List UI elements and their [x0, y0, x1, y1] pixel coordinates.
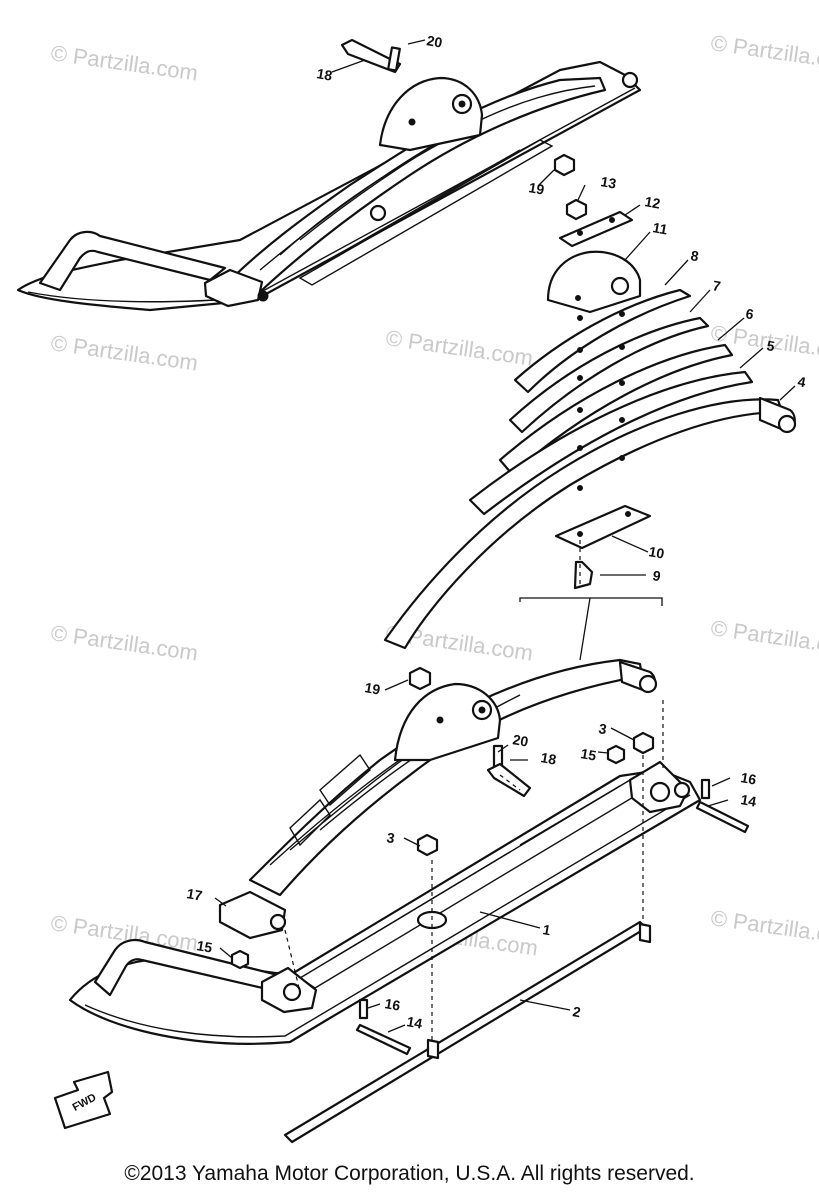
callout-label: 15: [579, 745, 597, 763]
callout-label: 3: [597, 720, 608, 737]
copyright-notice: ©2013 Yamaha Motor Corporation, U.S.A. A…: [124, 1162, 695, 1185]
watermark: © Partzilla.com: [49, 330, 199, 375]
callout-label: 5: [765, 337, 776, 354]
callout-label: 16: [383, 995, 401, 1013]
callout-leaders: [214, 39, 796, 1033]
callout-numbers: 1 2 3 3 4 5 6 7 8 9 10 11 12 13 14 14 14…: [185, 32, 807, 1031]
exploded-spring-stack: [383, 198, 797, 661]
watermark: © Partzilla.com: [709, 30, 819, 75]
callout-label: 14: [405, 1013, 423, 1031]
callout-label: 18: [315, 65, 333, 83]
leaf-8: [513, 288, 692, 394]
top-ski-assembly: [16, 38, 642, 312]
leaf-5: [468, 370, 754, 516]
nut-13: [565, 198, 588, 221]
callout-label: 6: [744, 305, 755, 322]
watermark: © Partzilla.com: [709, 615, 819, 660]
callout-label: 20: [425, 32, 443, 50]
bracket-11: [546, 250, 642, 314]
fwd-arrow: FWD: [53, 1070, 114, 1130]
callout-label: 15: [195, 937, 213, 955]
callout-label: 14: [739, 791, 757, 809]
callout-label: 19: [363, 679, 381, 697]
watermark: © Partzilla.com: [709, 905, 819, 950]
ski-assembly-diagram: © Partzilla.com © Partzilla.com © Partzi…: [16, 30, 819, 1144]
callout-label: 8: [689, 247, 700, 264]
bottom-ski-assembly: [68, 658, 750, 1144]
callout-label: 20: [511, 731, 529, 749]
clamp-17: [218, 890, 287, 940]
watermark: © Partzilla.com: [384, 325, 534, 370]
callout-label: 18: [539, 749, 557, 767]
callout-label: 7: [711, 277, 722, 294]
bolt-9: [573, 560, 594, 590]
callout-label: 13: [599, 173, 617, 191]
callout-label: 1: [541, 921, 552, 938]
callout-label: 4: [796, 373, 807, 390]
callout-label: 17: [185, 885, 203, 903]
leaf-7: [508, 316, 710, 434]
callout-label: 3: [385, 829, 396, 846]
callout-label: 10: [647, 543, 665, 561]
callout-label: 9: [651, 567, 662, 584]
callout-label: 2: [571, 1003, 582, 1020]
callout-label: 19: [527, 179, 545, 197]
callout-label: 11: [651, 219, 669, 237]
plate-10: [554, 504, 652, 550]
callout-label: 16: [739, 769, 757, 787]
callout-label: 12: [643, 193, 661, 211]
watermark: © Partzilla.com: [49, 40, 199, 85]
watermark: © Partzilla.com: [709, 320, 819, 365]
watermark: © Partzilla.com: [49, 620, 199, 665]
